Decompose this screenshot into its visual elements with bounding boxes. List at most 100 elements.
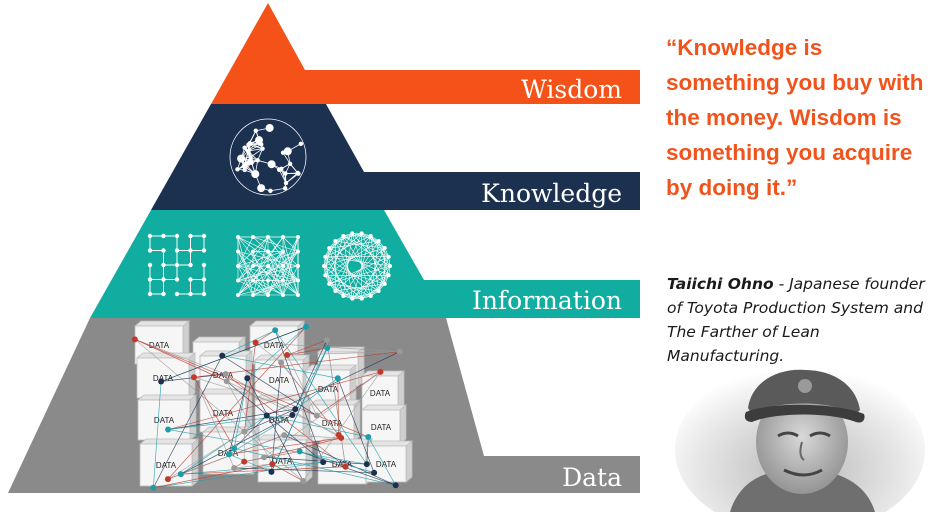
data-node <box>296 448 303 455</box>
data-link <box>266 351 400 416</box>
mesh-link <box>237 265 284 281</box>
data-cube-top <box>253 354 311 361</box>
ring-node <box>333 288 338 293</box>
data-node <box>268 468 275 475</box>
globe-node <box>242 145 247 150</box>
globe-node <box>268 188 273 193</box>
mesh-node <box>281 249 285 254</box>
ring-node <box>327 281 332 286</box>
mesh-node <box>281 293 285 297</box>
data-cube-label: DATA <box>153 374 174 383</box>
ring-link <box>361 233 385 249</box>
mesh-link <box>237 265 254 281</box>
globe-node <box>260 146 265 151</box>
data-node <box>363 461 370 468</box>
data-cube-top <box>360 404 408 411</box>
data-link <box>274 330 368 465</box>
data-link <box>228 378 248 455</box>
grid-node <box>161 233 166 239</box>
mesh-node <box>296 293 300 297</box>
ring-link <box>325 233 353 276</box>
globe-link <box>248 148 263 152</box>
data-link <box>153 355 223 488</box>
quote-text: “Knowledge is something you buy with the… <box>666 35 924 200</box>
data-link <box>153 463 273 489</box>
data-node <box>164 476 171 483</box>
globe-node <box>276 167 282 173</box>
ring-node <box>382 281 387 286</box>
grid-node <box>174 277 180 282</box>
data-cube-label: DATA <box>371 423 392 432</box>
ring-node <box>350 296 355 301</box>
mesh-node <box>281 264 285 268</box>
data-node <box>241 458 248 465</box>
data-link <box>287 347 328 356</box>
data-link <box>337 378 375 473</box>
grid-node <box>201 262 207 268</box>
globe-node <box>255 136 264 145</box>
mesh-node <box>266 293 270 297</box>
data-node <box>190 374 197 381</box>
quote-attribution: Taiichi Ohno - Japanese founder of Toyot… <box>667 272 937 368</box>
globe-node <box>235 167 240 172</box>
globe-node <box>257 184 266 193</box>
data-cube-label: DATA <box>156 461 177 470</box>
data-node <box>377 368 384 375</box>
mesh-link <box>237 280 254 296</box>
data-node <box>281 432 288 439</box>
mesh-node <box>236 278 240 283</box>
data-node <box>324 345 331 352</box>
globe-node <box>298 141 304 146</box>
ring-link <box>325 235 371 257</box>
mesh-node <box>251 264 255 268</box>
ring-node <box>376 288 381 293</box>
data-link <box>287 351 400 356</box>
ring-node <box>388 264 392 268</box>
mesh-node <box>251 293 255 297</box>
mesh-link <box>237 236 269 252</box>
data-link <box>264 456 367 465</box>
ring-link <box>378 256 389 292</box>
grid-node <box>174 291 180 297</box>
grid-node <box>201 291 207 297</box>
mesh-node <box>296 249 300 254</box>
grid-node <box>147 291 153 297</box>
data-cube-face <box>361 375 399 411</box>
wisdom-band <box>211 3 640 104</box>
data-link <box>168 414 293 430</box>
data-node <box>165 426 172 433</box>
ring-link <box>329 240 379 249</box>
globe-node <box>243 162 248 167</box>
data-cube-label: DATA <box>269 416 290 425</box>
data-cube-label: DATA <box>322 419 343 428</box>
mesh-link <box>237 251 254 267</box>
mesh-link <box>237 280 269 296</box>
ring-link <box>325 240 379 276</box>
data-node <box>261 454 268 461</box>
data-node <box>158 378 165 385</box>
data-link <box>222 329 276 356</box>
ring-node <box>359 231 364 236</box>
data-link <box>168 429 367 465</box>
portrait-photo-icon <box>675 365 925 512</box>
data-link <box>244 456 265 462</box>
mesh-link <box>282 251 299 267</box>
data-link <box>234 463 273 469</box>
data-link <box>233 378 248 449</box>
ring-link <box>329 235 371 285</box>
mesh-link <box>282 251 299 296</box>
globe-outline <box>229 118 307 196</box>
data-node <box>252 339 259 346</box>
data-node <box>244 375 251 382</box>
data-node <box>231 445 238 452</box>
knowledge-label: Knowledge <box>481 179 622 208</box>
data-link <box>134 339 304 482</box>
grid-node <box>188 277 193 282</box>
data-node <box>284 352 291 359</box>
ring-link <box>325 256 379 292</box>
grid-node <box>188 233 193 239</box>
data-cube-face <box>365 445 407 483</box>
data-link <box>263 371 381 458</box>
data-link <box>153 461 324 489</box>
globe-node <box>255 158 260 163</box>
